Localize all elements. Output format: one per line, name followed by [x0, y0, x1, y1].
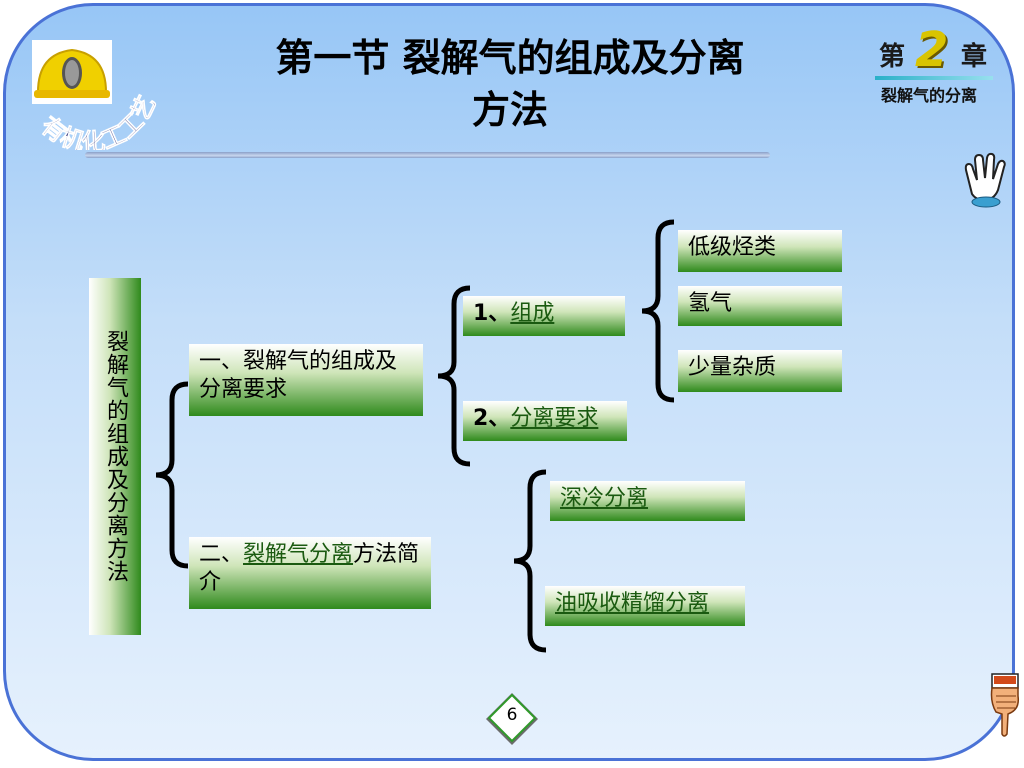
brace-root [155, 381, 189, 569]
cryogenic-separation-link[interactable]: 深冷分离 [560, 486, 649, 511]
node-hydrogen: 氢气 [678, 286, 842, 326]
logo-text: 有机化工工艺 [35, 91, 161, 150]
page-number-badge [486, 693, 538, 745]
node-impurities-label: 少量杂质 [688, 355, 777, 380]
composition-link[interactable]: 组成 [510, 301, 555, 326]
node-composition-requirements-label: 一、裂解气的组成及分离要求 [199, 349, 398, 402]
pointing-hand-icon[interactable] [986, 670, 1024, 740]
node-light-hydrocarbons-label: 低级烃类 [688, 235, 777, 260]
root-node: 裂解气的组成及分离方法 [89, 278, 141, 635]
open-hand-icon[interactable] [958, 150, 1012, 208]
node-separation-prefix: 二、 [199, 542, 244, 567]
node-separation-methods: 二、裂解气分离方法简介 [189, 537, 431, 609]
node-light-hydrocarbons: 低级烃类 [678, 230, 842, 272]
node-impurities: 少量杂质 [678, 350, 842, 392]
node-composition-requirements: 一、裂解气的组成及分离要求 [189, 344, 423, 416]
brace-methods [513, 469, 547, 653]
node-separation-requirements-prefix: 2、 [473, 406, 511, 431]
node-hydrogen-label: 氢气 [688, 291, 733, 316]
node-oil-absorption: 油吸收精馏分离 [545, 586, 745, 626]
node-cryogenic-separation: 深冷分离 [550, 481, 745, 521]
chapter-prefix: 第 [879, 42, 906, 72]
root-label: 裂解气的组成及分离方法 [103, 330, 128, 583]
page-title: 第一节 裂解气的组成及分离 方法 [190, 32, 830, 136]
node-separation-suffix: 方法简介 [199, 542, 420, 595]
node-separation-requirements: 2、分离要求 [463, 401, 627, 441]
chapter-underline [875, 76, 993, 80]
page-number: 6 [506, 705, 518, 725]
slide-frame [3, 3, 1015, 761]
title-line-2: 方法 [471, 88, 548, 132]
chapter-subtitle: 裂解气的分离 [881, 86, 978, 105]
chapter-badge: 第 2 章 裂解气的分离 [875, 22, 993, 105]
chapter-number: 2 [915, 22, 949, 78]
svg-text:有机化工工艺: 有机化工工艺 [36, 92, 162, 150]
node-composition-prefix: 1、 [473, 301, 511, 326]
oil-absorption-link[interactable]: 油吸收精馏分离 [555, 591, 710, 616]
title-line-1: 第一节 裂解气的组成及分离 [275, 36, 745, 80]
brace-composition [437, 285, 471, 467]
brace-components [641, 219, 675, 403]
logo-emblem: 有机化工工艺 [35, 91, 162, 150]
chapter-suffix: 章 [961, 42, 988, 72]
node-composition: 1、组成 [463, 296, 625, 336]
separation-methods-link[interactable]: 裂解气分离 [243, 542, 354, 567]
helmet-icon [32, 40, 112, 104]
title-divider [85, 152, 770, 158]
separation-requirements-link[interactable]: 分离要求 [510, 406, 599, 431]
